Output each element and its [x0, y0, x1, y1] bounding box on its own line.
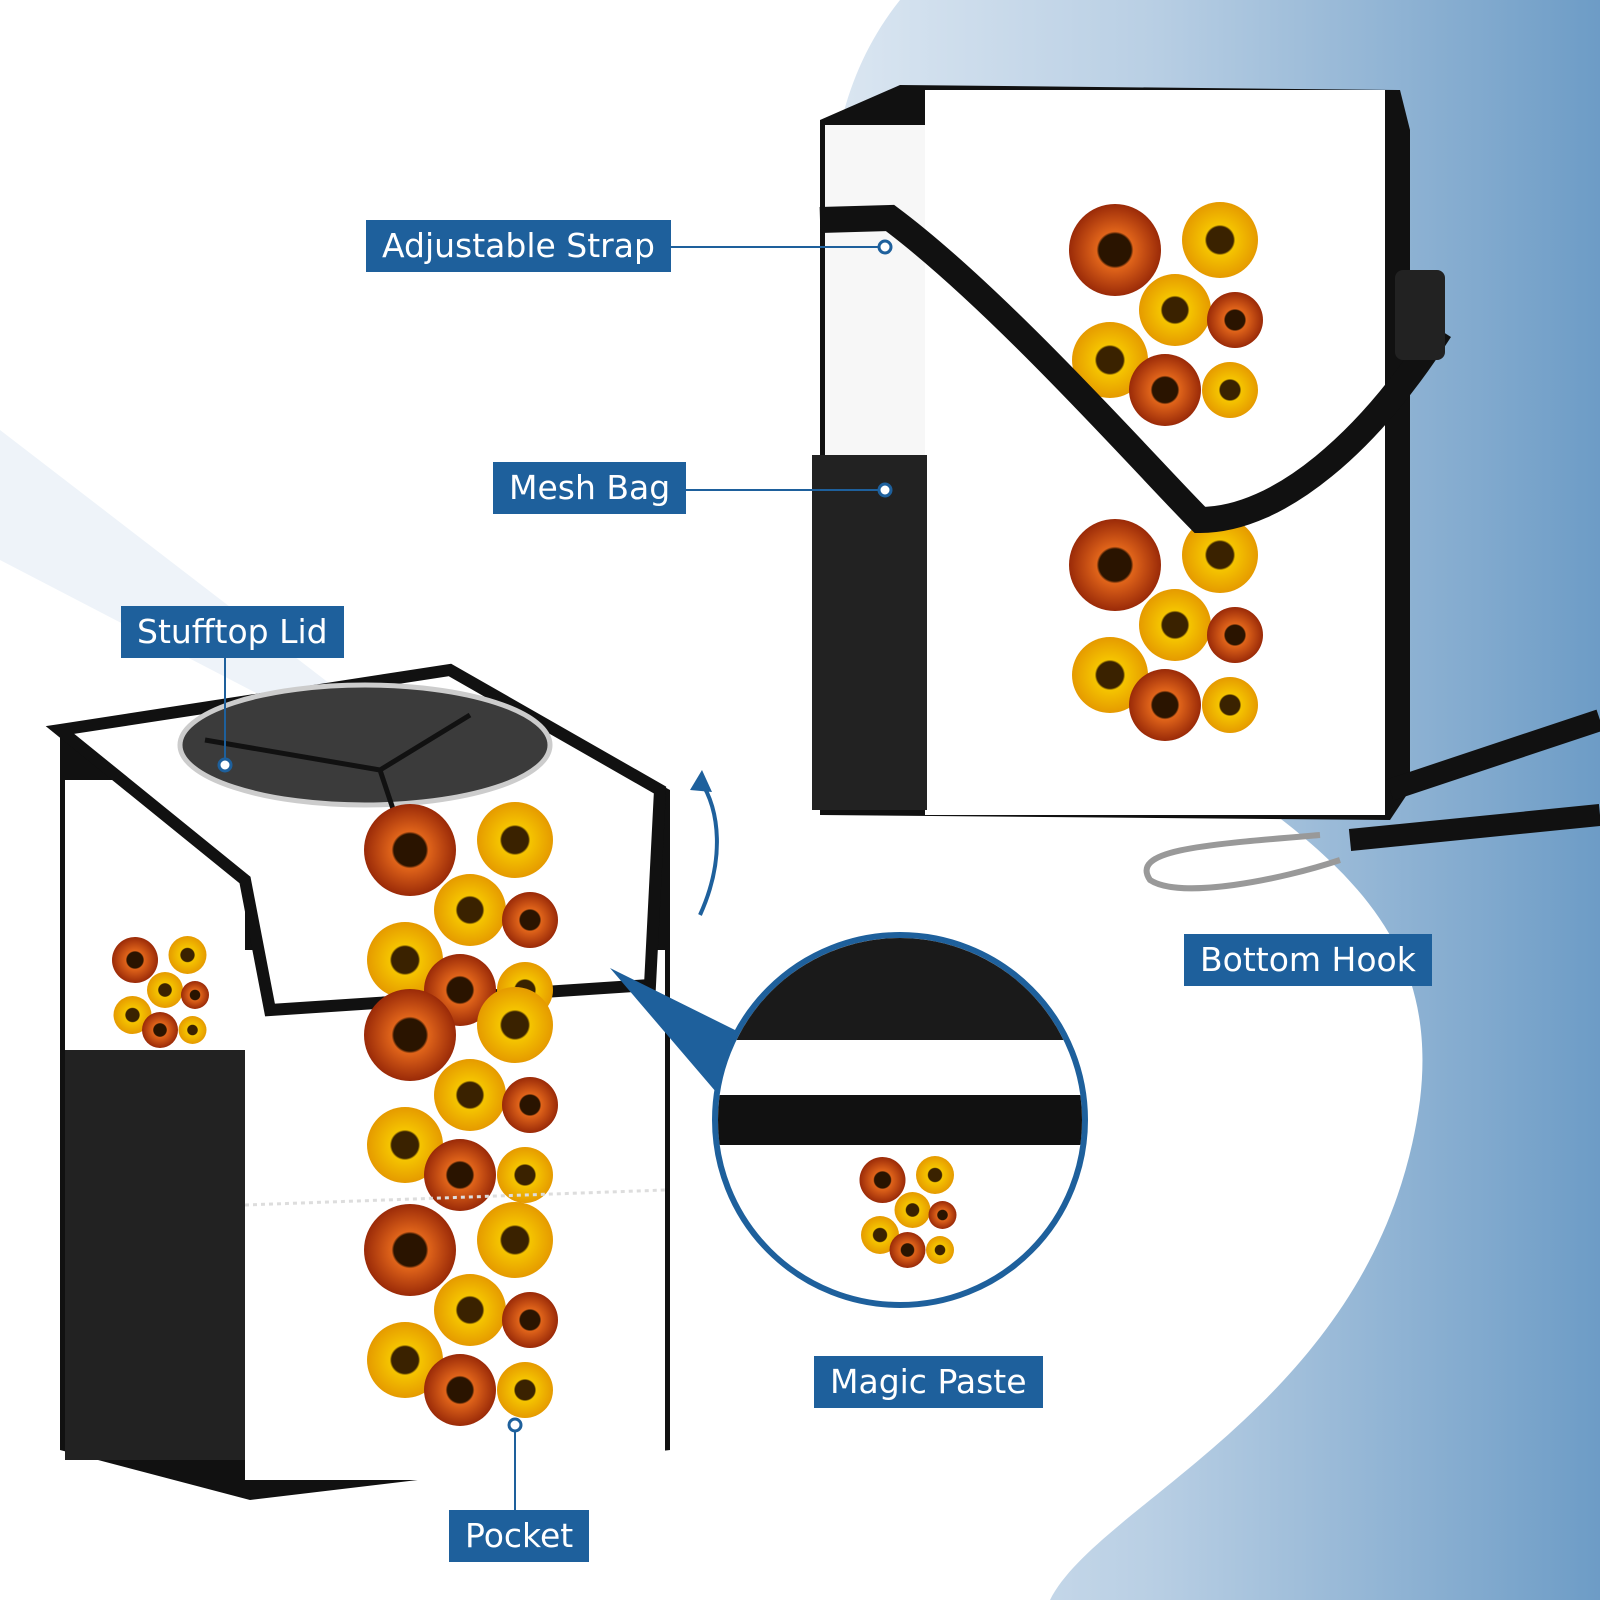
standing-bag — [812, 85, 1600, 892]
label-bottom-hook: Bottom Hook — [1184, 934, 1432, 986]
label-pocket: Pocket — [449, 1510, 590, 1562]
label-mesh-bag: Mesh Bag — [493, 462, 687, 514]
label-adjustable-strap: Adjustable Strap — [366, 220, 671, 272]
label-magic-paste: Magic Paste — [814, 1356, 1043, 1408]
label-stufftop-lid: Stufftop Lid — [121, 606, 344, 658]
lidded-bag — [45, 663, 719, 1500]
